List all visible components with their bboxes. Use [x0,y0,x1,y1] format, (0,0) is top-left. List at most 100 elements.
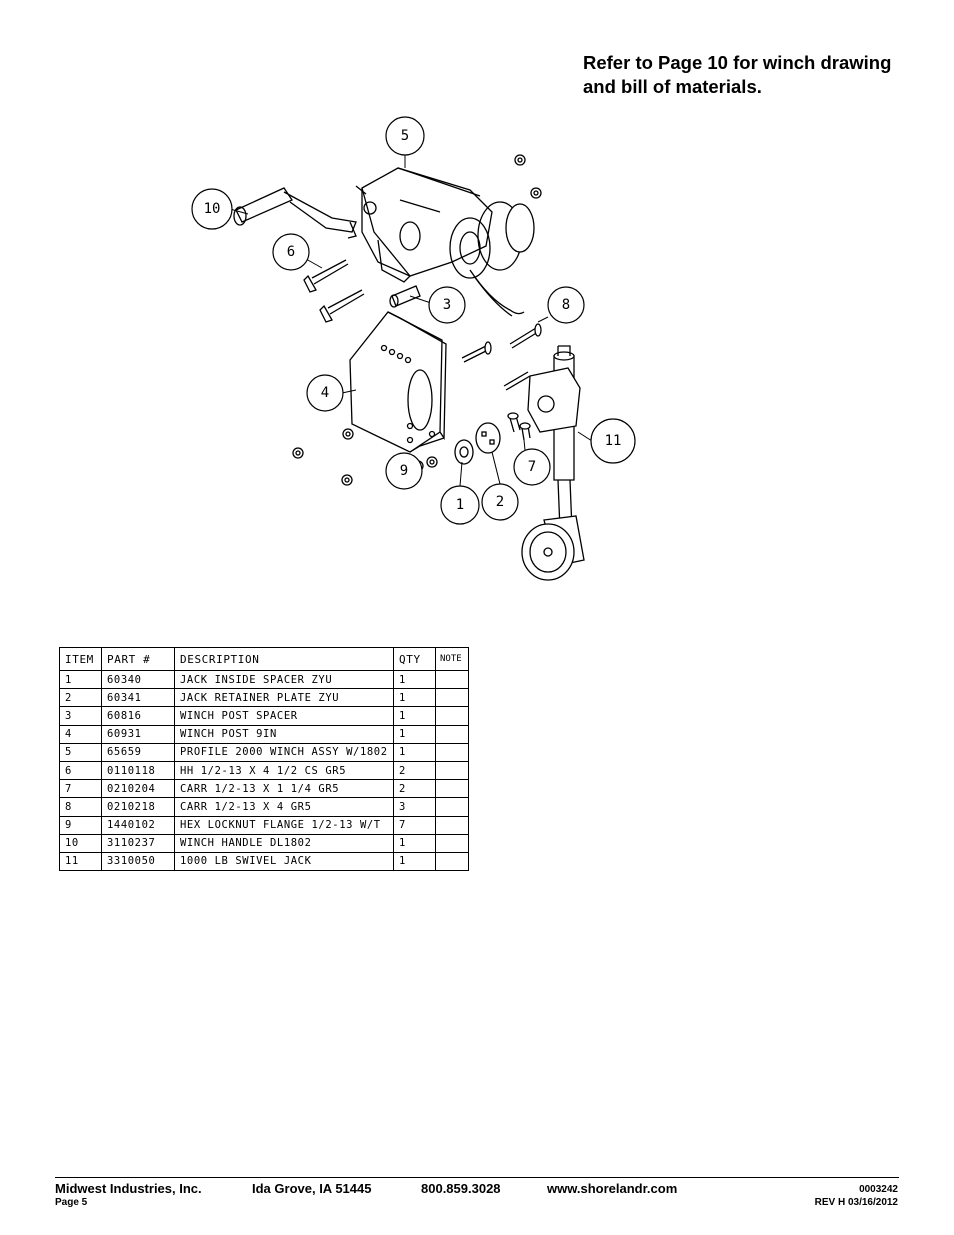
refer-note-line-2: and bill of materials. [583,76,762,97]
header-description: DESCRIPTION [174,647,394,671]
footer-page-number: Page 5 [55,1197,88,1208]
carriage-bolt-part [461,323,542,391]
callout-5: 5 [401,128,409,144]
cell-item: 2 [59,688,102,708]
cell-note [435,851,469,872]
cell-item: 10 [59,833,102,853]
cell-qty: 2 [393,779,436,799]
cell-note [435,706,469,726]
cell-part-number: 60931 [101,724,175,744]
cell-part-number: 65659 [101,742,175,762]
cell-note [435,688,469,708]
footer-company: Midwest Industries, Inc. [55,1181,202,1196]
cell-note [435,797,469,817]
footer-doc-number: 0003242 [859,1184,898,1195]
hex-bolt-part [303,259,365,323]
cell-note [435,724,469,744]
cell-item: 11 [59,851,102,872]
callout-7: 7 [528,459,536,475]
cell-description: WINCH HANDLE DL1802 [174,833,394,853]
cell-description: CARR 1/2-13 X 1 1/4 GR5 [174,779,394,799]
header-item: ITEM [59,647,102,671]
cell-description: WINCH POST SPACER [174,706,394,726]
cell-qty: 1 [393,669,436,690]
cell-qty: 1 [393,706,436,726]
exploded-parts-diagram: 5 10 6 3 8 4 9 1 2 7 11 [191,116,636,581]
cell-description: HH 1/2-13 X 4 1/2 CS GR5 [174,760,394,781]
callout-1: 1 [456,497,464,513]
jack-inside-spacer-part [454,439,474,465]
cell-part-number: 60341 [101,688,175,708]
cell-qty: 1 [393,688,436,708]
cell-note [435,833,469,853]
cell-item: 8 [59,797,102,817]
header-note: NOTE [435,647,469,671]
cell-item: 5 [59,742,102,762]
cell-note [435,815,469,835]
cell-description: WINCH POST 9IN [174,724,394,744]
cell-note [435,779,469,799]
callout-11: 11 [605,433,622,449]
cell-item: 1 [59,669,102,690]
cell-qty: 1 [393,851,436,872]
cell-description: PROFILE 2000 WINCH ASSY W/1802 PARTS [174,742,394,762]
callout-3: 3 [443,297,451,313]
cell-qty: 1 [393,724,436,744]
cell-qty: 3 [393,797,436,817]
cell-item: 7 [59,779,102,799]
swivel-jack-part [521,345,585,581]
cell-part-number: 0210218 [101,797,175,817]
cell-description: HEX LOCKNUT FLANGE 1/2-13 W/T [174,815,394,835]
cell-description: 1000 LB SWIVEL JACK [174,851,394,872]
footer-location: Ida Grove, IA 51445 [252,1181,372,1196]
callout-9: 9 [400,463,408,479]
cell-part-number: 3110237 [101,833,175,853]
cell-qty: 7 [393,815,436,835]
footer-website: www.shorelandr.com [547,1181,678,1196]
winch-post-spacer-part [389,285,421,308]
cell-item: 3 [59,706,102,726]
table-header-row: ITEM PART # DESCRIPTION QTY NOTE [59,647,469,671]
header-part-number: PART # [101,647,175,671]
callout-6: 6 [287,244,295,260]
footer-rule [55,1177,899,1178]
cell-note [435,669,469,690]
footer-revision: REV H 03/16/2012 [814,1197,898,1208]
cell-part-number: 1440102 [101,815,175,835]
cell-qty: 1 [393,742,436,762]
cell-description: JACK INSIDE SPACER ZYU [174,669,394,690]
winch-assembly-part [355,167,535,317]
callout-10: 10 [204,201,221,217]
cell-part-number: 3310050 [101,851,175,872]
winch-handle-part [233,187,357,239]
cell-item: 4 [59,724,102,744]
cell-note [435,742,469,762]
cell-qty: 1 [393,833,436,853]
winch-post-part [349,311,447,453]
footer-phone: 800.859.3028 [421,1181,501,1196]
refer-note-line-1: Refer to Page 10 for winch drawing [583,52,892,73]
cell-part-number: 60340 [101,669,175,690]
cell-part-number: 0110118 [101,760,175,781]
cell-qty: 2 [393,760,436,781]
cell-part-number: 0210204 [101,779,175,799]
cell-item: 6 [59,760,102,781]
callout-4: 4 [321,385,329,401]
callout-2: 2 [496,494,504,510]
cell-note [435,760,469,781]
refer-note: Refer to Page 10 for winch drawing and b… [583,51,923,99]
short-carriage-bolt-part [507,412,531,441]
callout-8: 8 [562,297,570,313]
